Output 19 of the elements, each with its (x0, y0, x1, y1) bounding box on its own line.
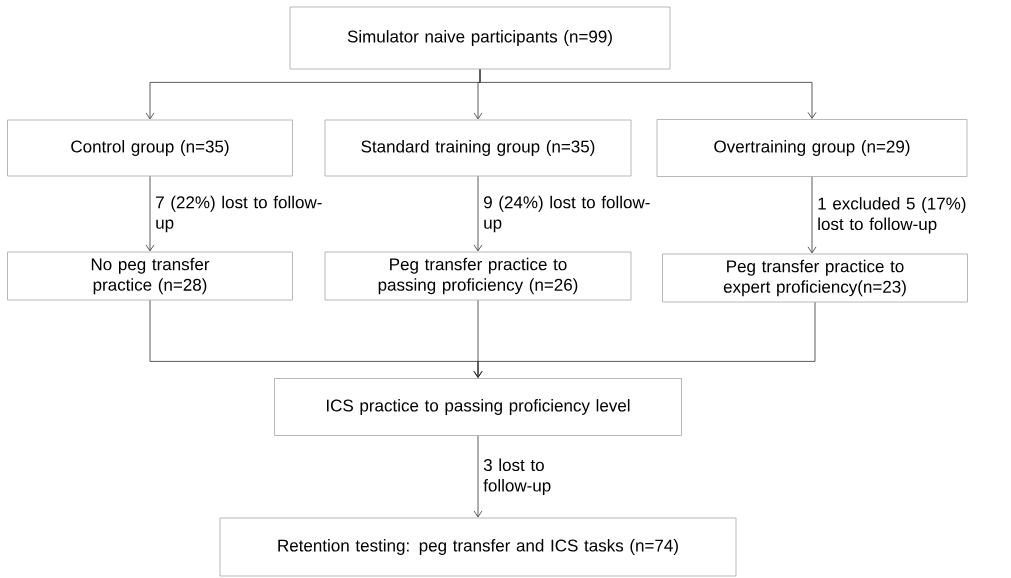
process-box: Simulator naive participants (n=99) (289, 6, 671, 70)
arrow (473, 176, 483, 252)
arrow (145, 176, 155, 252)
edge-label: 9 (24%) lost to follow-up (484, 195, 650, 233)
process-box: Retention testing: peg transfer and ICS tasks (n=74) (219, 517, 737, 577)
arrow (473, 435, 483, 518)
edge-label: 3 lost to follow-up (483, 458, 551, 495)
arrow (473, 302, 816, 378)
process-box: ICS practice to passing proficiency level (274, 378, 682, 436)
process-box: Overtraining group (n=29) (656, 119, 968, 177)
process-box: Standard training group (n=35) (324, 119, 632, 177)
process-box: No peg transfer practice (n=28) (7, 251, 293, 301)
edge-label: 1 excluded 5 (17%) lost to follow-up (818, 197, 966, 234)
arrow (807, 176, 817, 254)
arrow (479, 69, 817, 119)
process-box: Peg transfer practice to passing proficiency (n=26) (324, 251, 632, 301)
edge-label: 7 (22%) lost to follow-up (156, 195, 322, 233)
process-box: Peg transfer practice to expert proficiency(n=23) (662, 253, 968, 303)
process-box: Control group (n=35) (7, 119, 293, 177)
